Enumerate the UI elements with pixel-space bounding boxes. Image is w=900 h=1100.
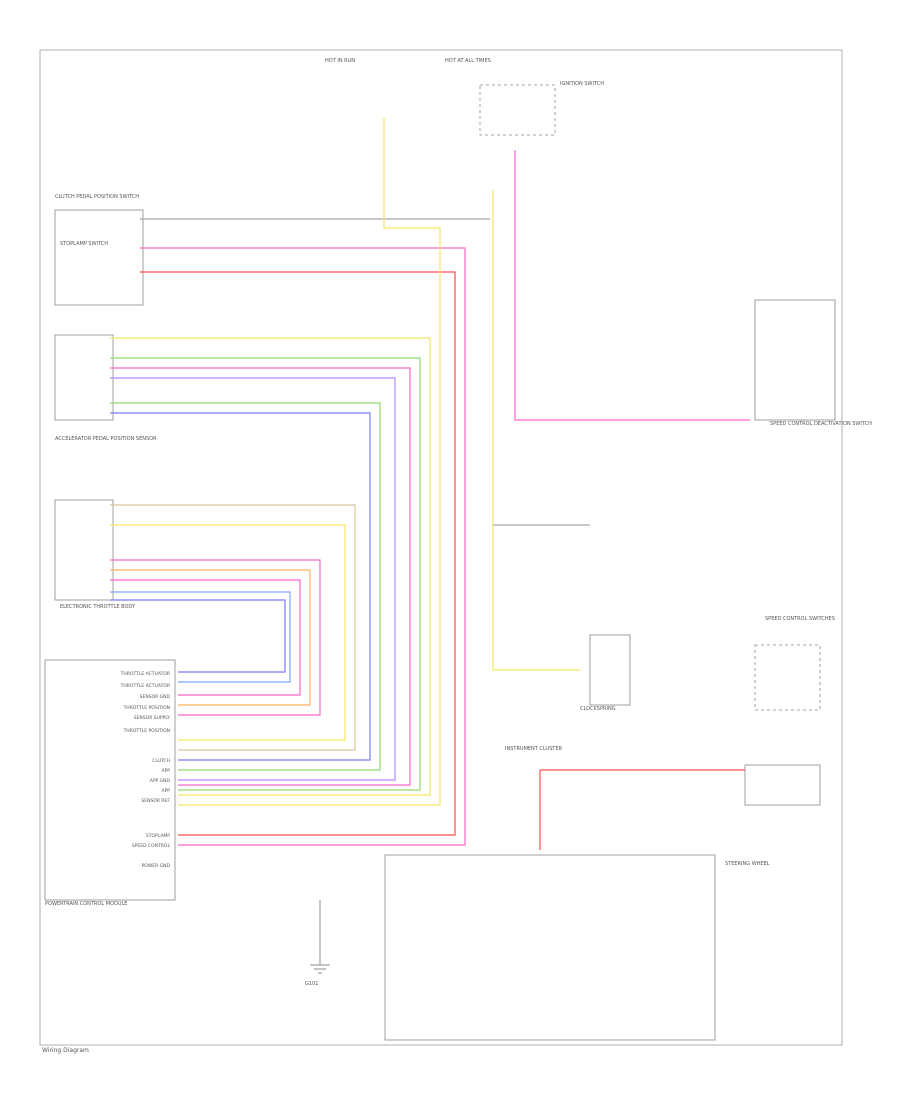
pcm-pin-label: SENSOR REF xyxy=(141,798,170,804)
throttle-body-box xyxy=(54,499,114,601)
pcm-pin-label: APP xyxy=(161,768,170,774)
clockspring-box xyxy=(589,634,631,706)
wire-green xyxy=(110,402,381,771)
pcm-pin-label: STOPLAMP xyxy=(146,833,170,839)
wires-layer xyxy=(110,118,750,850)
wire-orange xyxy=(110,569,311,706)
component-label: G101 xyxy=(305,981,318,987)
pcm-pin-label: THROTTLE ACTUATOR xyxy=(120,671,170,677)
component-label: IGNITION SWITCH xyxy=(560,81,604,87)
pcm-pin-label: SENSOR GND xyxy=(140,694,171,700)
wire-red xyxy=(140,271,456,836)
wire-blue xyxy=(110,599,286,673)
speed-control-switch-box xyxy=(754,644,821,711)
component-label: CLUTCH PEDAL POSITION SWITCH xyxy=(55,194,139,200)
ignition-switch-box xyxy=(479,84,556,136)
pcm-pins-layer: THROTTLE ACTUATOR THROTTLE ACTUATOR SENSOR… xyxy=(120,671,171,869)
accelerator-pedal-sensor-box xyxy=(54,334,114,421)
pcm-pin-label: THROTTLE ACTUATOR xyxy=(120,683,170,689)
wire-yellow xyxy=(110,337,431,796)
ground-symbol xyxy=(310,900,330,974)
steering-wheel-box xyxy=(384,854,716,1041)
labels-layer: HOT IN RUN HOT AT ALL TIMES IGNITION SWITC… xyxy=(45,58,872,987)
wire-green xyxy=(110,357,421,791)
wire-pink xyxy=(514,150,750,421)
pcm-pin-label: APP xyxy=(161,788,170,794)
wire-pink xyxy=(140,247,466,846)
component-label: POWERTRAIN CONTROL MODULE xyxy=(45,901,127,907)
pcm-pin-label: SENSOR SUPPLY xyxy=(134,715,171,721)
component-label: HOT AT ALL TIMES xyxy=(445,58,491,64)
wire-violet xyxy=(110,377,396,781)
clutch-stoplamp-switch-box xyxy=(54,209,144,306)
footer-label: Wiring Diagram xyxy=(42,1047,89,1054)
component-label: HOT IN RUN xyxy=(325,58,355,64)
deactivation-switch-box xyxy=(754,299,836,421)
pcm-pin-label: APP GND xyxy=(150,778,171,784)
pcm-pin-label: THROTTLE POSITION xyxy=(123,728,170,734)
component-label: CLOCKSPRING xyxy=(580,706,616,712)
pcm-pin-label: POWER GND xyxy=(142,863,171,869)
component-label: ACCELERATOR PEDAL POSITION SENSOR xyxy=(55,436,157,442)
wire-yellow xyxy=(110,524,346,741)
wire-yellow xyxy=(492,190,580,671)
pcm-pin-label: CLUTCH xyxy=(152,758,170,764)
pcm-pin-label: THROTTLE POSITION xyxy=(123,705,170,711)
component-label: INSTRUMENT CLUSTER xyxy=(505,746,563,752)
component-label: SPEED CONTROL SWITCHES xyxy=(765,616,835,622)
wire-pink xyxy=(110,559,321,716)
pcm-pin-label: SPEED CONTROL xyxy=(132,843,171,849)
pcm-box xyxy=(44,659,176,901)
cluster-connector-box xyxy=(744,764,821,806)
component-label: STOPLAMP SWITCH xyxy=(60,241,108,247)
component-label: SPEED CONTROL DEACTIVATION SWITCH xyxy=(770,421,872,427)
component-label: ELECTRONIC THROTTLE BODY xyxy=(60,604,136,610)
wire-pink xyxy=(110,579,301,696)
wire-lightblue xyxy=(110,591,291,683)
wire-blue xyxy=(110,412,371,761)
wire-tan xyxy=(110,504,356,751)
diagram-border xyxy=(39,49,843,1046)
wire-pink xyxy=(110,367,411,786)
component-label: STEERING WHEEL xyxy=(725,861,770,867)
wire-yellow xyxy=(178,118,441,806)
